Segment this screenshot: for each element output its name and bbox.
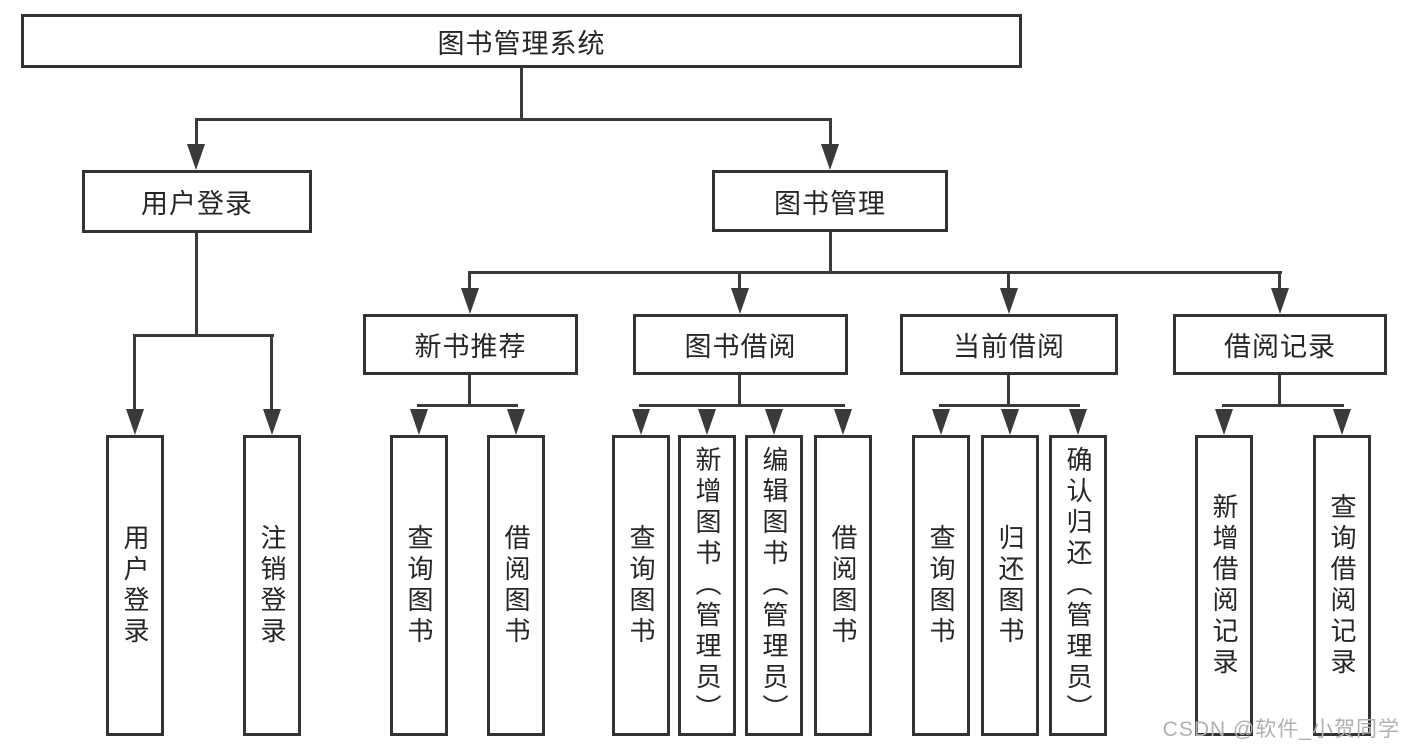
leaf-logout-label: 注销登录	[257, 523, 287, 648]
connector-book-borrow-rail	[639, 404, 845, 407]
leaf-add-borrow-record: 新增借阅记录	[1195, 435, 1253, 736]
arrow-down-icon	[731, 288, 749, 314]
connector-current-borrow-rail	[939, 404, 1080, 407]
arrow-down-icon	[507, 409, 525, 435]
arrow-down-icon	[461, 288, 479, 314]
arrow-down-icon	[834, 409, 852, 435]
leaf-confirm-return-admin-label: 确认归还（管理员）	[1063, 446, 1093, 725]
arrow-down-icon	[126, 409, 144, 435]
arrow-down-icon	[632, 409, 650, 435]
leaf-search-borrow-record: 查询借阅记录	[1313, 435, 1371, 736]
connector-level2-rail	[195, 118, 832, 121]
connector-drop-login-leaf	[133, 334, 136, 411]
arrow-down-icon	[187, 144, 205, 170]
connector-new-book-rail	[417, 404, 518, 407]
leaf-user-login-label: 用户登录	[120, 523, 150, 648]
leaf-borrow-book-borrow: 借阅图书	[814, 435, 872, 736]
leaf-search-borrow-record-label: 查询借阅记录	[1327, 492, 1357, 679]
arrow-down-icon	[1333, 409, 1351, 435]
arrow-down-icon	[698, 409, 716, 435]
arrow-down-icon	[263, 409, 281, 435]
leaf-edit-book-admin-label: 编辑图书（管理员）	[759, 446, 789, 725]
node-book-borrow-label: 图书借阅	[684, 332, 797, 362]
leaf-borrow-book-recommend: 借阅图书	[487, 435, 545, 736]
leaf-confirm-return-admin: 确认归还（管理员）	[1049, 435, 1107, 736]
leaf-add-borrow-record-label: 新增借阅记录	[1209, 492, 1239, 679]
connector-drop-current-borrow	[1007, 271, 1010, 291]
connector-current-borrow-stem	[1007, 375, 1010, 407]
connector-book-management-stem	[829, 232, 832, 274]
node-current-borrow-label: 当前借阅	[953, 332, 1065, 362]
leaf-add-book-admin: 新增图书（管理员）	[678, 435, 736, 736]
connector-drop-new-book	[468, 271, 471, 291]
node-book-management-label: 图书管理	[774, 188, 886, 219]
node-book-management: 图书管理	[712, 170, 948, 232]
arrow-down-icon	[1000, 288, 1018, 314]
connector-user-login-stem	[195, 233, 198, 337]
arrow-down-icon	[1215, 409, 1233, 435]
node-borrow-records-label: 借阅记录	[1224, 332, 1336, 362]
leaf-search-book-current: 查询图书	[912, 435, 970, 736]
leaf-logout: 注销登录	[243, 435, 301, 736]
connector-drop-book-borrow	[738, 271, 741, 291]
connector-level3-rail	[468, 271, 1282, 274]
node-root-label: 图书管理系统	[437, 28, 606, 59]
leaf-search-book-recommend-label: 查询图书	[404, 523, 434, 648]
leaf-edit-book-admin: 编辑图书（管理员）	[745, 435, 803, 736]
leaf-search-book-current-label: 查询图书	[926, 523, 956, 648]
leaf-return-book: 归还图书	[981, 435, 1039, 736]
node-current-borrow: 当前借阅	[900, 314, 1118, 375]
connector-drop-borrow-records	[1278, 271, 1281, 291]
node-user-login-label: 用户登录	[141, 189, 253, 219]
connector-user-login-rail	[133, 334, 274, 337]
connector-new-book-stem	[468, 375, 471, 407]
arrow-down-icon	[1069, 409, 1087, 435]
node-book-borrow: 图书借阅	[633, 314, 848, 375]
connector-drop-user-login	[195, 118, 198, 146]
node-borrow-records: 借阅记录	[1173, 314, 1387, 375]
leaf-add-book-admin-label: 新增图书（管理员）	[692, 446, 722, 725]
arrow-down-icon	[1001, 409, 1019, 435]
leaf-search-book-borrow-label: 查询图书	[626, 523, 656, 648]
node-user-login: 用户登录	[82, 170, 312, 233]
arrow-down-icon	[821, 144, 839, 170]
connector-borrow-records-rail	[1222, 404, 1344, 407]
connector-borrow-records-stem	[1278, 375, 1281, 407]
leaf-borrow-book-recommend-label: 借阅图书	[501, 523, 531, 648]
leaf-borrow-book-borrow-label: 借阅图书	[828, 523, 858, 648]
arrow-down-icon	[1271, 288, 1289, 314]
leaf-search-book-recommend: 查询图书	[390, 435, 448, 736]
arrow-down-icon	[932, 409, 950, 435]
connector-drop-logout-leaf	[270, 334, 273, 411]
leaf-search-book-borrow: 查询图书	[612, 435, 670, 736]
connector-drop-book-management	[829, 118, 832, 146]
node-new-book-recommend-label: 新书推荐	[414, 332, 527, 362]
leaf-user-login: 用户登录	[106, 435, 164, 736]
node-new-book-recommend: 新书推荐	[363, 314, 578, 375]
csdn-watermark: CSDN @软件_小贺同学	[1162, 718, 1400, 741]
connector-book-borrow-stem	[738, 375, 741, 407]
connector-root-stem	[520, 68, 523, 120]
node-root: 图书管理系统	[21, 14, 1022, 68]
arrow-down-icon	[765, 409, 783, 435]
arrow-down-icon	[410, 409, 428, 435]
leaf-return-book-label: 归还图书	[995, 523, 1025, 648]
